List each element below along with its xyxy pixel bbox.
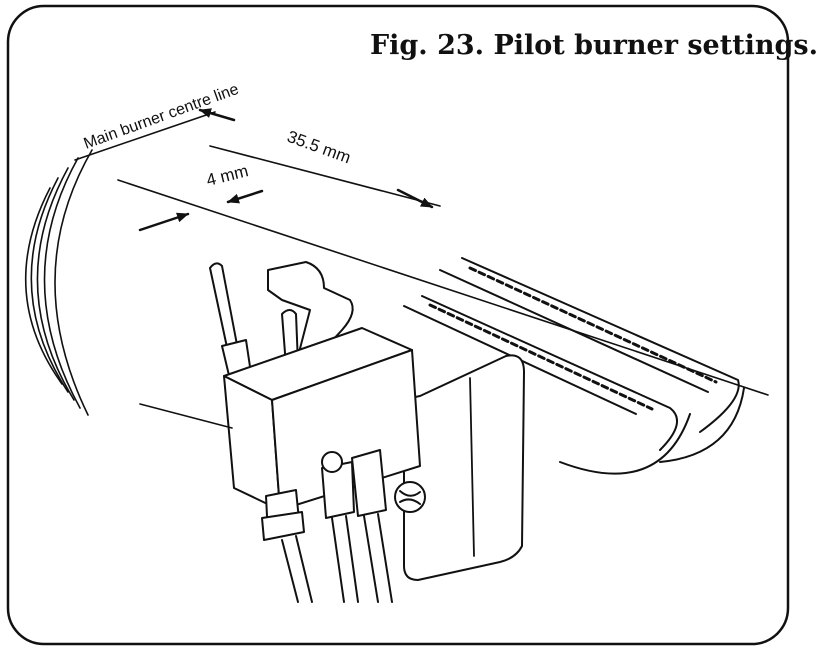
dimension-large-label: 35.5 mm: [285, 127, 354, 167]
bracket-crease: [469, 377, 475, 557]
figure-caption: Fig. 23. Pilot burner settings.: [370, 30, 818, 61]
trough-curve-back: [659, 387, 745, 463]
centre-line-group: [74, 111, 769, 396]
pilot-burner-assembly: [139, 261, 525, 603]
dimension-small-label: 4 mm: [204, 161, 250, 190]
pilot-leader-line: [139, 403, 233, 429]
pipe-fitting-centre: [321, 451, 355, 519]
centre-line-leader: [74, 111, 216, 161]
trough-slots-back: [468, 266, 718, 384]
trough-slots-front: [428, 303, 654, 411]
gas-pipe-centre: [331, 515, 359, 603]
trough-back-rim: [461, 257, 740, 433]
frame-border: [6, 4, 790, 646]
main-burner-end-arcs: [24, 149, 93, 416]
diagram-canvas: Main burner centre line 35.5 mm 4 mm: [6, 4, 790, 646]
centre-line-label: Main burner centre line: [82, 81, 242, 153]
trough-curve-front: [559, 413, 691, 475]
trough-front-rim: [421, 295, 679, 451]
trough-back-lower: [439, 269, 709, 393]
pipe-fitting-left: [261, 489, 305, 541]
main-burner-trough: [403, 257, 745, 475]
gas-pipe-right: [363, 513, 393, 603]
extension-line: [209, 145, 441, 207]
dimension-arrow-large-end: [396, 188, 434, 209]
dimension-arrow-small: [226, 189, 264, 204]
dimension-arrow-large: [198, 108, 236, 122]
dimension-arrow-small-end: [138, 212, 190, 232]
main-burner-centre-line: [117, 179, 769, 396]
mounting-bracket: [403, 354, 525, 581]
gas-pipe-left: [281, 535, 313, 603]
bracket-screw-lower: [394, 481, 426, 513]
pilot-burner-diagram: Fig. 23. Pilot burner settings.: [6, 4, 818, 646]
pipe-fitting-right: [351, 449, 387, 517]
electrode-rod: [209, 262, 239, 353]
